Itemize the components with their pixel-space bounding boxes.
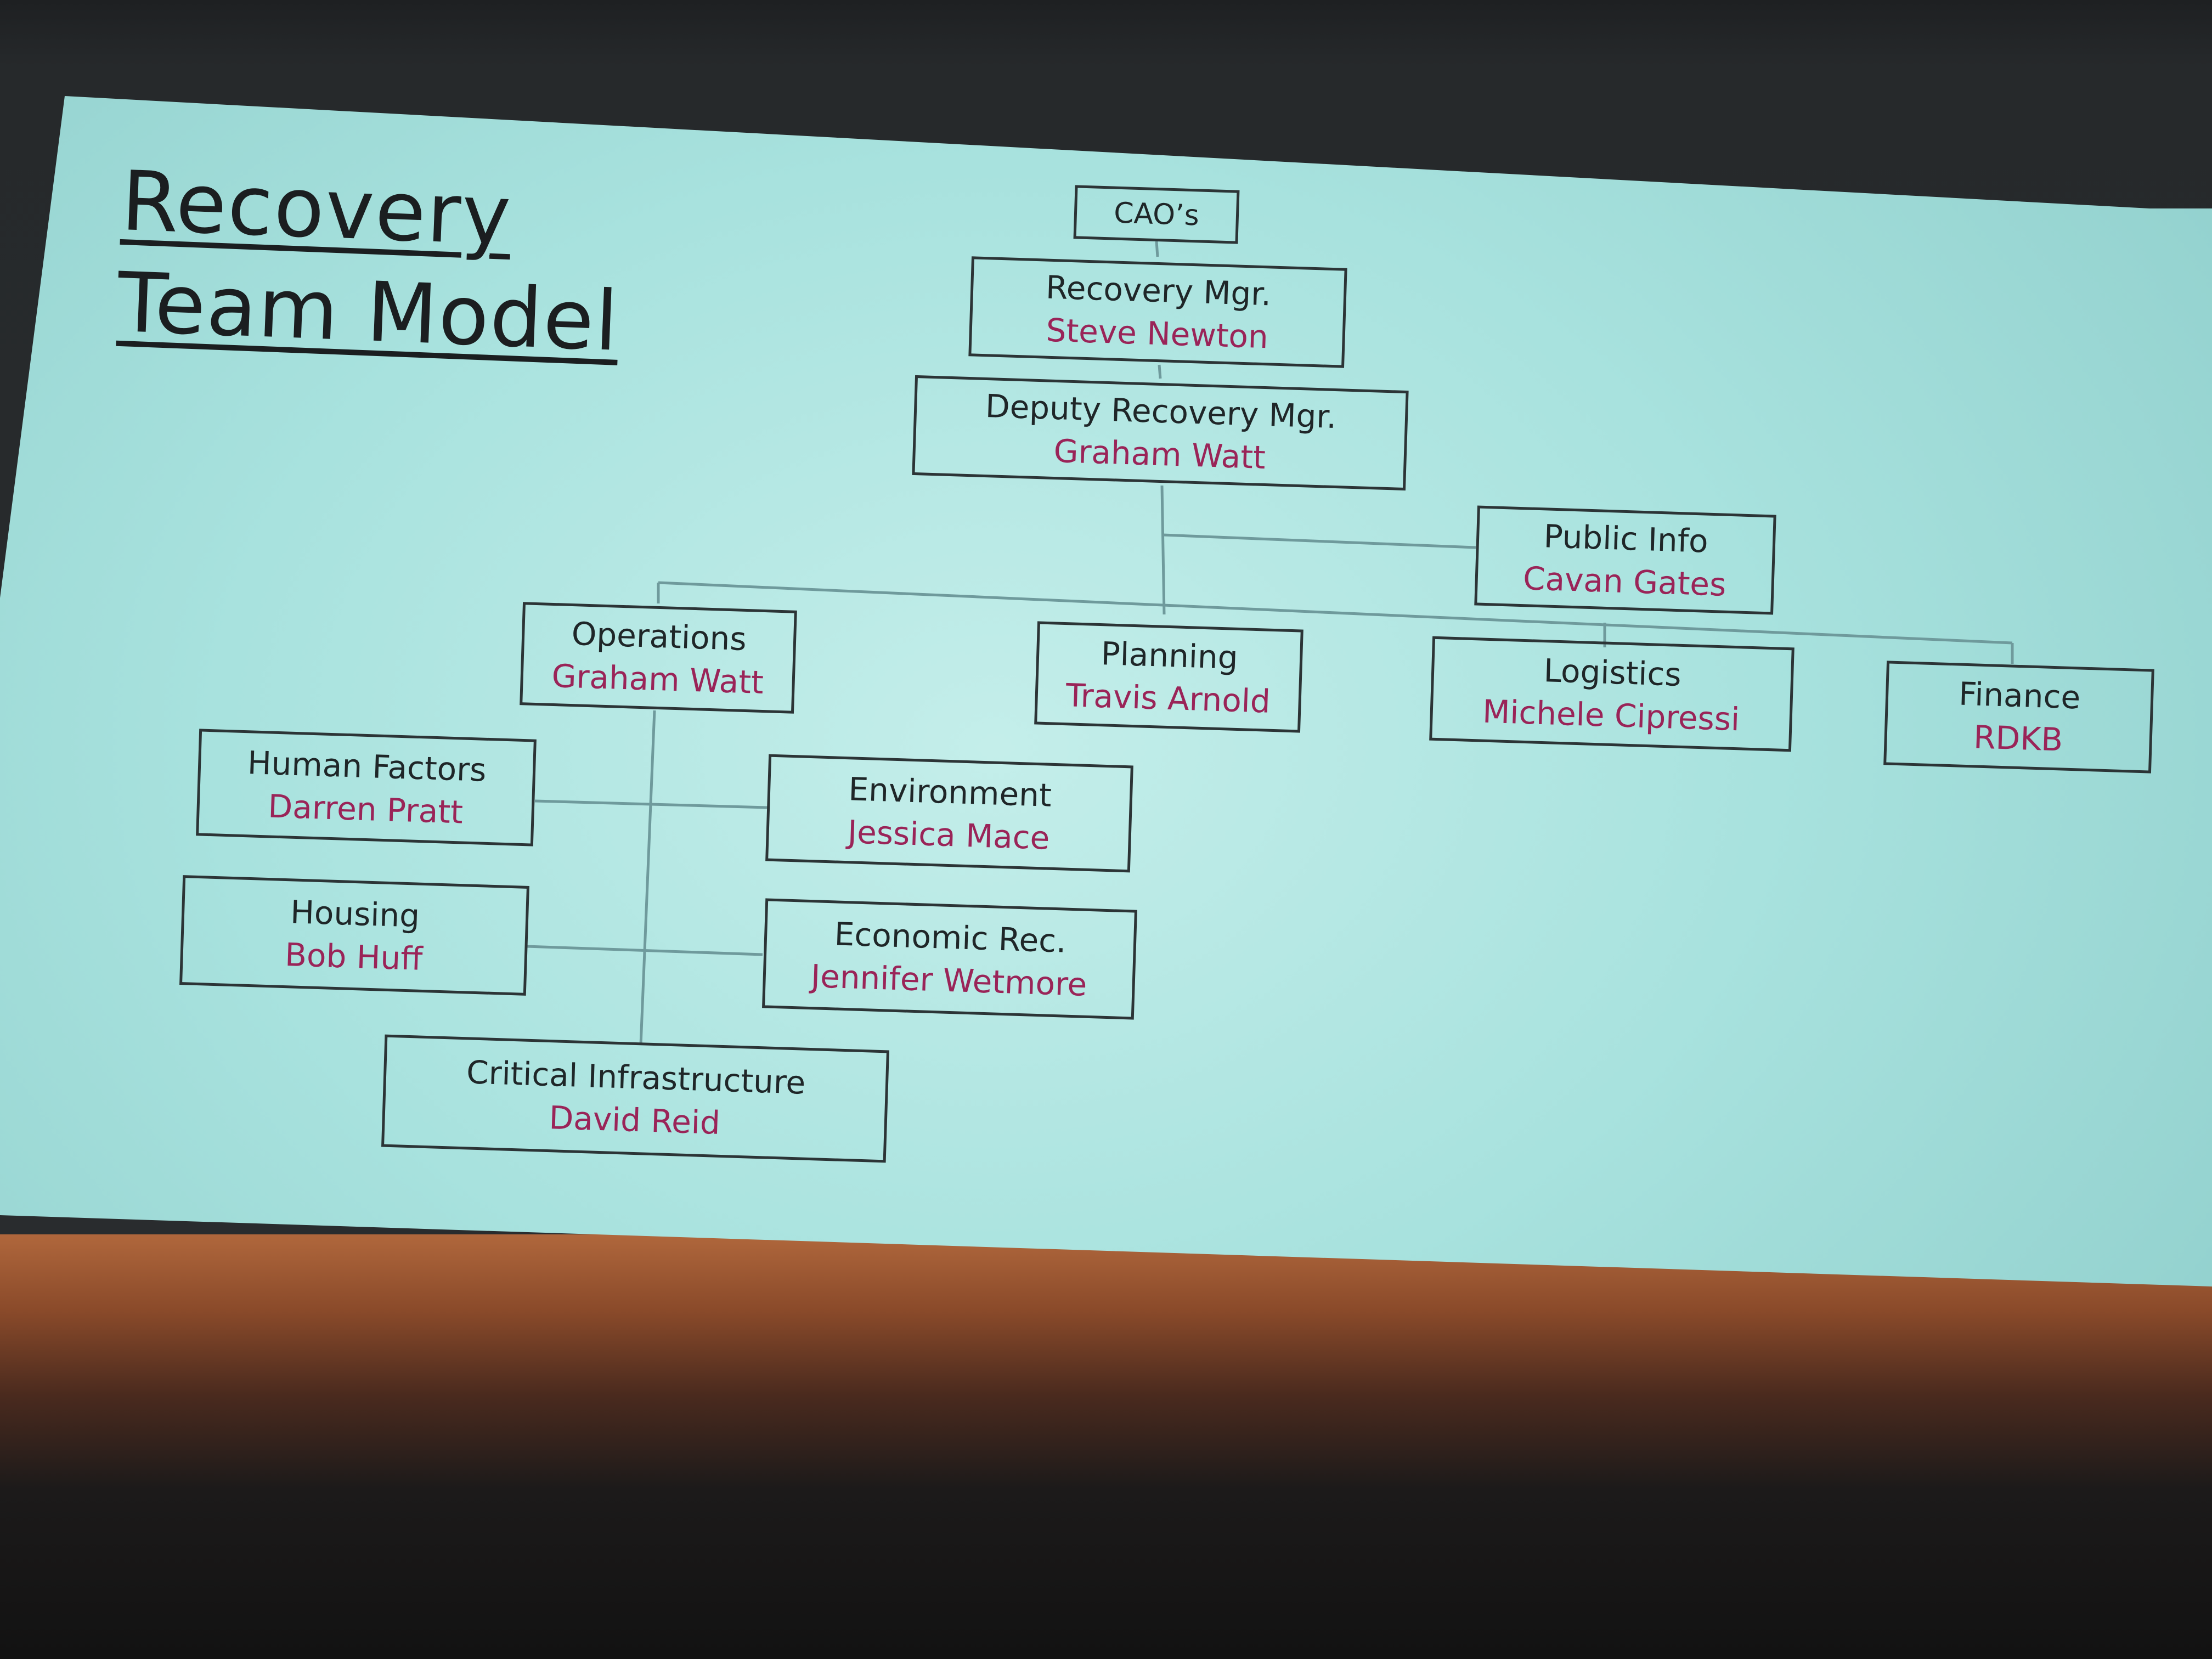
node-name: Travis Arnold <box>1065 676 1271 720</box>
node-economic-rec: Economic Rec. Jennifer Wetmore <box>762 898 1137 1020</box>
node-name: Graham Watt <box>551 657 764 702</box>
node-cao: CAO’s <box>1073 185 1240 244</box>
slide-title: Recovery Team Model <box>116 151 625 373</box>
line-hf-env <box>534 799 769 809</box>
node-role: Environment <box>848 770 1052 814</box>
node-name: Cavan Gates <box>1522 560 1727 603</box>
node-planning: Planning Travis Arnold <box>1034 621 1304 733</box>
line-housing-econ <box>526 945 763 956</box>
node-logistics: Logistics Michele Cipressi <box>1429 636 1795 752</box>
node-role: Planning <box>1100 635 1239 676</box>
node-role: Logistics <box>1543 652 1682 693</box>
node-recovery-mgr: Recovery Mgr. Steve Newton <box>968 256 1347 368</box>
line-deputy-trunk <box>1160 485 1166 615</box>
node-role: CAO’s <box>1113 196 1200 233</box>
node-role: Recovery Mgr. <box>1045 268 1272 313</box>
node-role: Deputy Recovery Mgr. <box>985 387 1338 436</box>
node-name: RDKB <box>1973 718 2064 759</box>
node-critical-infrastructure: Critical Infrastructure David Reid <box>381 1034 889 1163</box>
node-environment: Environment Jessica Mace <box>765 754 1133 873</box>
title-line-2: Team Model <box>116 255 621 370</box>
node-role: Public Info <box>1543 517 1709 560</box>
line-recovery-deputy <box>1158 364 1162 379</box>
node-role: Finance <box>1958 675 2081 716</box>
node-role: Operations <box>571 615 747 658</box>
room-floor <box>0 1234 2212 1659</box>
node-name: Graham Watt <box>1053 432 1266 477</box>
node-name: David Reid <box>548 1098 721 1142</box>
node-name: Bob Huff <box>284 936 424 978</box>
node-operations: Operations Graham Watt <box>520 602 797 714</box>
line-level2-bus <box>658 581 2013 645</box>
node-role: Housing <box>290 893 421 935</box>
node-public-info: Public Info Cavan Gates <box>1474 505 1776 615</box>
node-finance: Finance RDKB <box>1883 661 2154 774</box>
node-role: Economic Rec. <box>833 915 1067 960</box>
line-cao-recovery <box>1155 241 1159 257</box>
node-name: Michele Cipressi <box>1482 692 1741 738</box>
node-name: Jennifer Wetmore <box>810 957 1088 1003</box>
node-role: Human Factors <box>247 743 487 789</box>
node-name: Darren Pratt <box>267 787 464 831</box>
node-name: Jessica Mace <box>847 812 1051 857</box>
title-line-1: Recovery <box>120 153 514 264</box>
node-deputy-recovery-mgr: Deputy Recovery Mgr. Graham Watt <box>912 375 1409 491</box>
line-public-info <box>1163 533 1476 549</box>
node-human-factors: Human Factors Darren Pratt <box>196 729 537 847</box>
node-name: Steve Newton <box>1045 311 1269 356</box>
node-role: Critical Infrastructure <box>466 1053 806 1102</box>
line-operations-trunk <box>639 710 656 1046</box>
node-housing: Housing Bob Huff <box>179 875 529 996</box>
